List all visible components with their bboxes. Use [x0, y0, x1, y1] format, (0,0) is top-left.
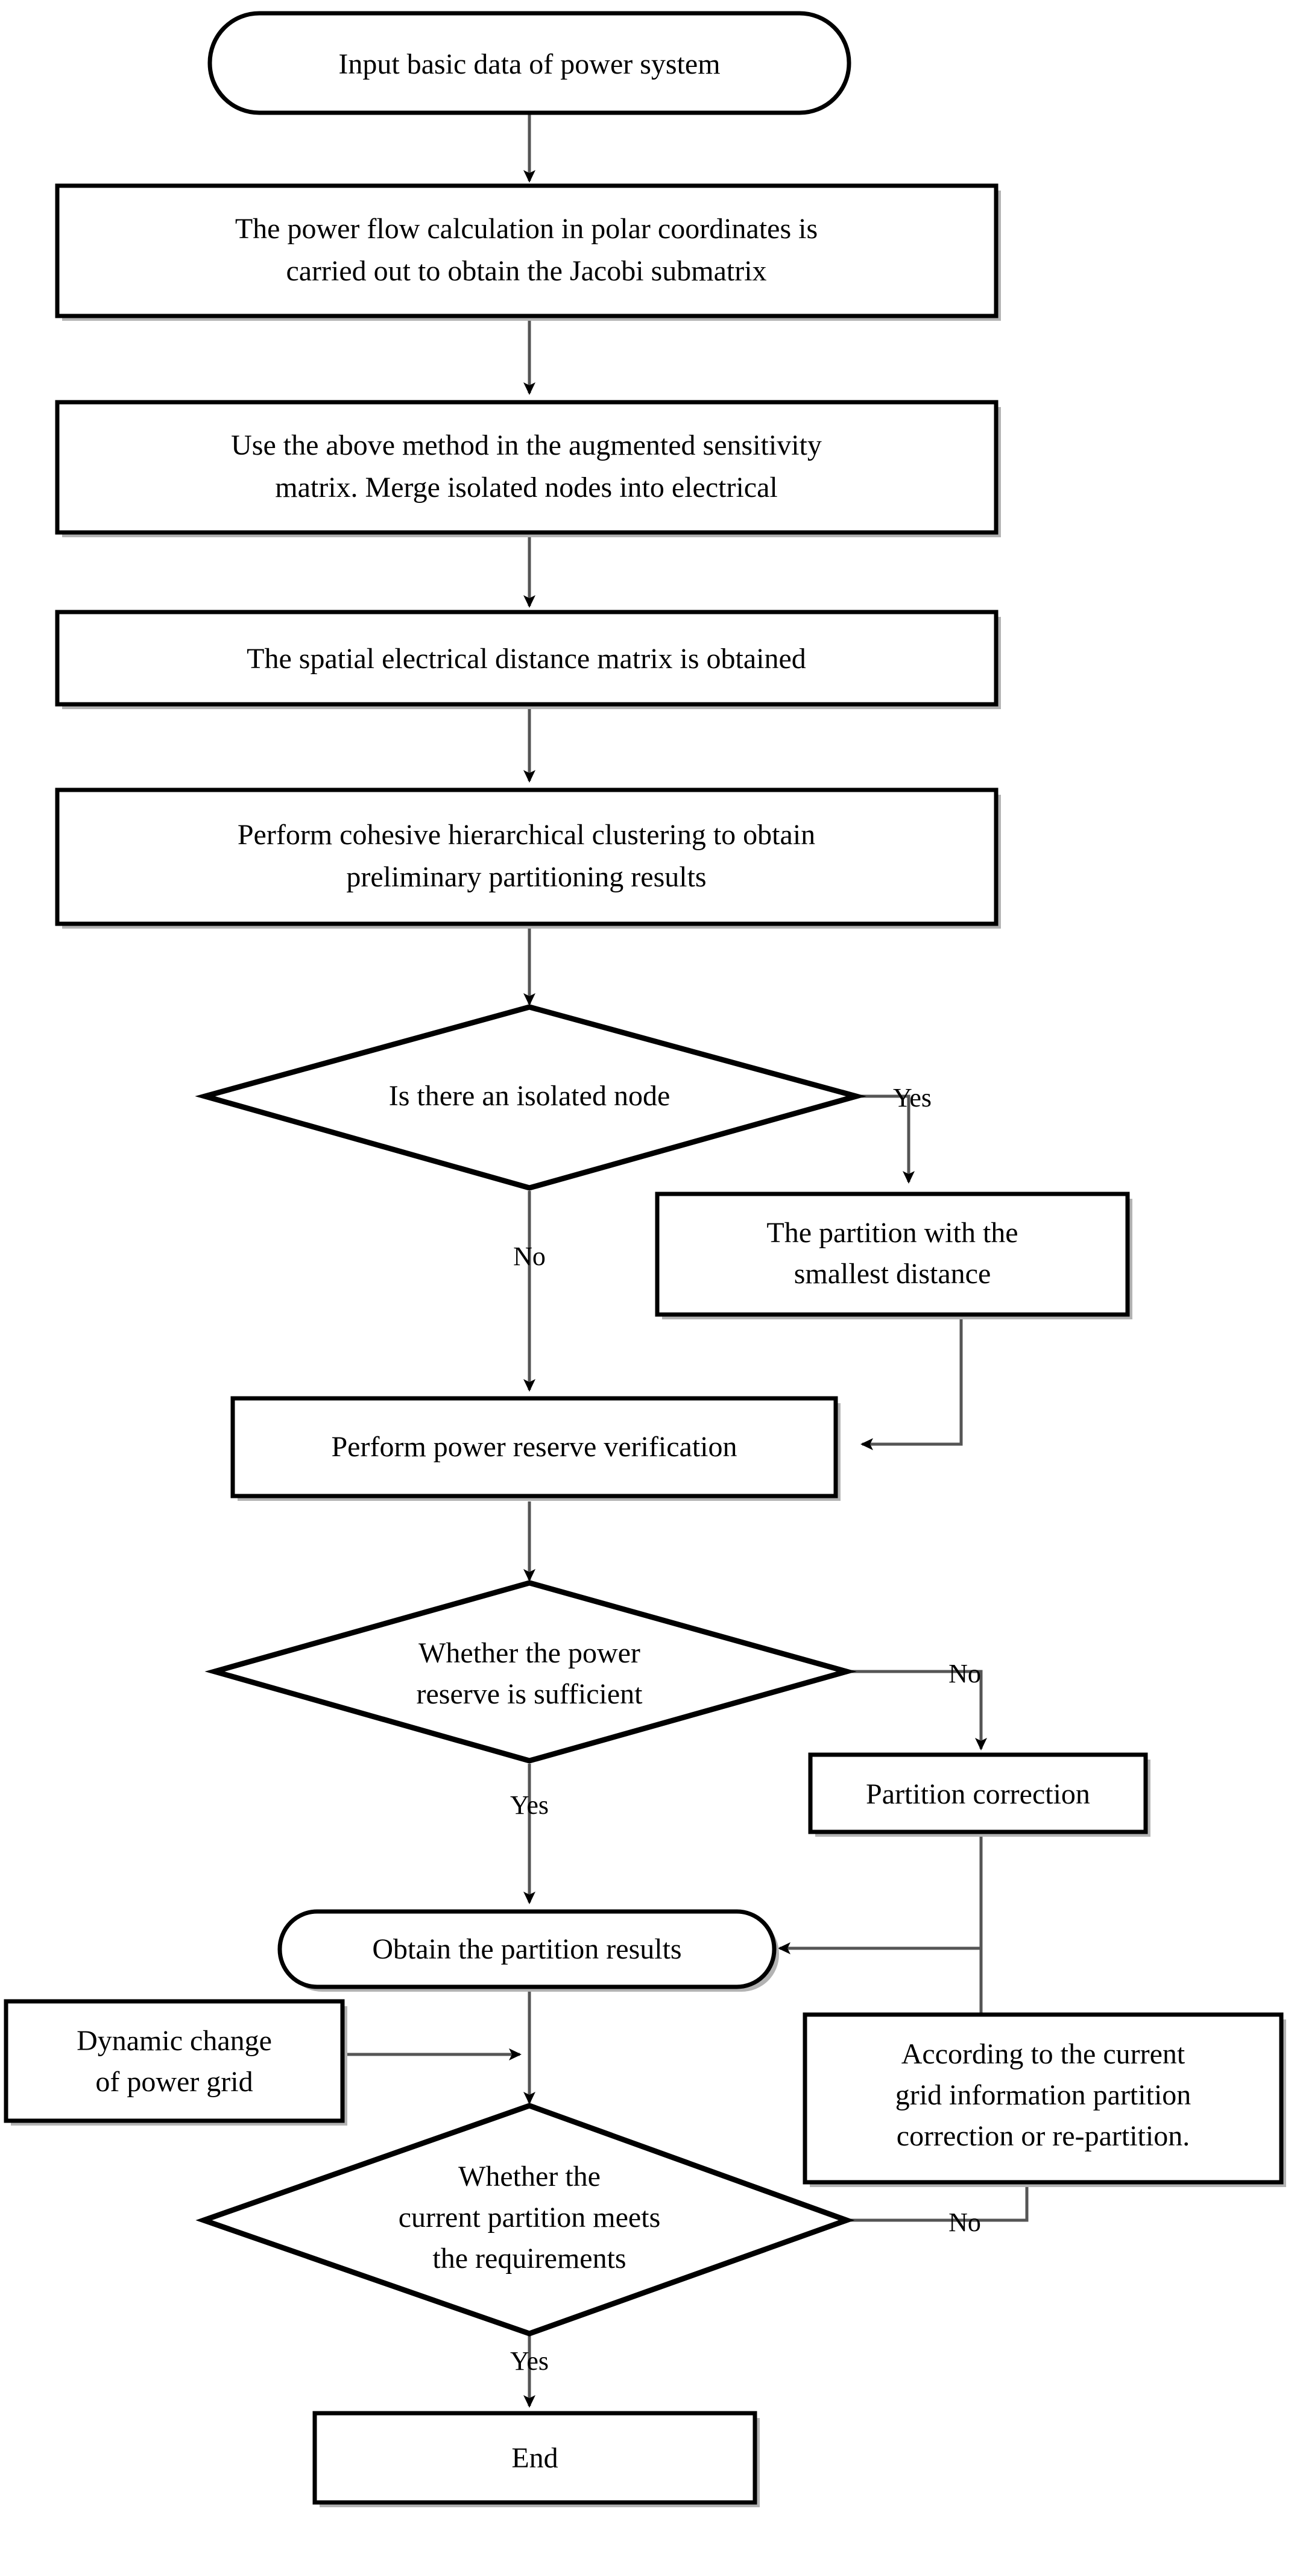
- node-meets-requirements-decision[interactable]: Whether the current partition meets the …: [195, 2103, 855, 2337]
- power-flow-line2: carried out to obtain the Jacobi submatr…: [286, 255, 766, 287]
- edge-label-reserve-no: No: [948, 1659, 981, 1688]
- dynamic-change-line2: of power grid: [95, 2066, 253, 2098]
- end-shape: [312, 2411, 757, 2505]
- reserve-decision-line2: reserve is sufficient: [417, 1678, 643, 1710]
- smallest-distance-line2: smallest distance: [794, 1258, 991, 1290]
- edge-label-meets-yes: Yes: [510, 2346, 549, 2376]
- node-sensitivity[interactable]: Use the above method in the augmented se…: [55, 400, 1001, 537]
- sensitivity-line1: Use the above method in the augmented se…: [231, 429, 822, 461]
- smallest-distance-line1: The partition with the: [766, 1217, 1018, 1249]
- node-according-to-current-grid[interactable]: According to the current grid informatio…: [803, 2012, 1286, 2187]
- obtain-results-shape: [277, 1909, 777, 1989]
- node-partition-correction[interactable]: Partition correction: [808, 1752, 1150, 1837]
- sensitivity-line2: matrix. Merge isolated nodes into electr…: [275, 472, 778, 504]
- meets-decision-shape: [195, 2103, 855, 2337]
- distance-matrix-shape: [55, 610, 999, 707]
- meets-decision-line2: current partition meets: [399, 2202, 661, 2233]
- according-line2: grid information partition: [895, 2079, 1191, 2111]
- meets-decision-line1: Whether the: [458, 2161, 601, 2192]
- verification-shape: [230, 1396, 838, 1498]
- clustering-line2: preliminary partitioning results: [346, 861, 706, 893]
- node-distance-matrix[interactable]: The spatial electrical distance matrix i…: [55, 610, 1001, 709]
- verification-label: Perform power reserve verification: [331, 1431, 737, 1463]
- according-shape: [803, 2012, 1284, 2185]
- according-line1: According to the current: [901, 2038, 1185, 2070]
- dynamic-change-line1: Dynamic change: [77, 2025, 272, 2057]
- node-power-flow[interactable]: The power flow calculation in polar coor…: [55, 183, 1001, 321]
- node-isolated-node-decision[interactable]: Is there an isolated node: [195, 1004, 866, 1191]
- according-line3: correction or re-partition.: [897, 2120, 1190, 2152]
- node-end[interactable]: End: [312, 2411, 760, 2507]
- distance-matrix-line1: The spatial electrical distance matrix i…: [247, 643, 806, 675]
- edge-label-isolated-no: No: [513, 1242, 546, 1271]
- edge-isolated-yes: [856, 1094, 915, 1184]
- node-obtain-results[interactable]: Obtain the partition results: [277, 1909, 779, 1992]
- end-label: End: [511, 2442, 558, 2474]
- edge-smallest-to-verification: [860, 1319, 963, 1450]
- edge-correction-to-obtain: [778, 1837, 983, 1954]
- node-smallest-distance[interactable]: The partition with the smallest distance: [655, 1192, 1132, 1319]
- reserve-decision-shape: [204, 1580, 857, 1764]
- clustering-shape: [55, 788, 999, 926]
- edge-label-meets-no: No: [948, 2208, 981, 2237]
- sensitivity-shape: [55, 400, 999, 535]
- dynamic-change-shape: [4, 1999, 345, 2123]
- reserve-decision-line1: Whether the power: [418, 1637, 640, 1669]
- edge-reserve-no: [847, 1670, 987, 1750]
- smallest-distance-shape: [655, 1192, 1130, 1317]
- start-shape: [207, 11, 851, 115]
- partition-correction-label: Partition correction: [866, 1778, 1090, 1810]
- isolated-decision-label: Is there an isolated node: [389, 1080, 671, 1112]
- obtain-results-label: Obtain the partition results: [372, 1933, 681, 1965]
- meets-decision-line3: the requirements: [432, 2243, 626, 2275]
- power-flow-shape: [55, 183, 999, 318]
- partition-correction-shape: [808, 1752, 1148, 1834]
- clustering-line1: Perform cohesive hierarchical clustering…: [238, 819, 815, 851]
- node-power-reserve-verification[interactable]: Perform power reserve verification: [230, 1396, 841, 1501]
- power-flow-line1: The power flow calculation in polar coor…: [235, 213, 818, 245]
- edge-label-reserve-yes: Yes: [510, 1790, 549, 1820]
- node-start[interactable]: Input basic data of power system: [207, 11, 851, 115]
- isolated-decision-shape: [195, 1004, 866, 1191]
- node-reserve-sufficient-decision[interactable]: Whether the power reserve is sufficient: [204, 1580, 857, 1764]
- edge-label-isolated-yes: Yes: [893, 1083, 932, 1113]
- node-clustering[interactable]: Perform cohesive hierarchical clustering…: [55, 788, 1001, 929]
- node-dynamic-change[interactable]: Dynamic change of power grid: [4, 1999, 347, 2126]
- start-label: Input basic data of power system: [338, 48, 720, 80]
